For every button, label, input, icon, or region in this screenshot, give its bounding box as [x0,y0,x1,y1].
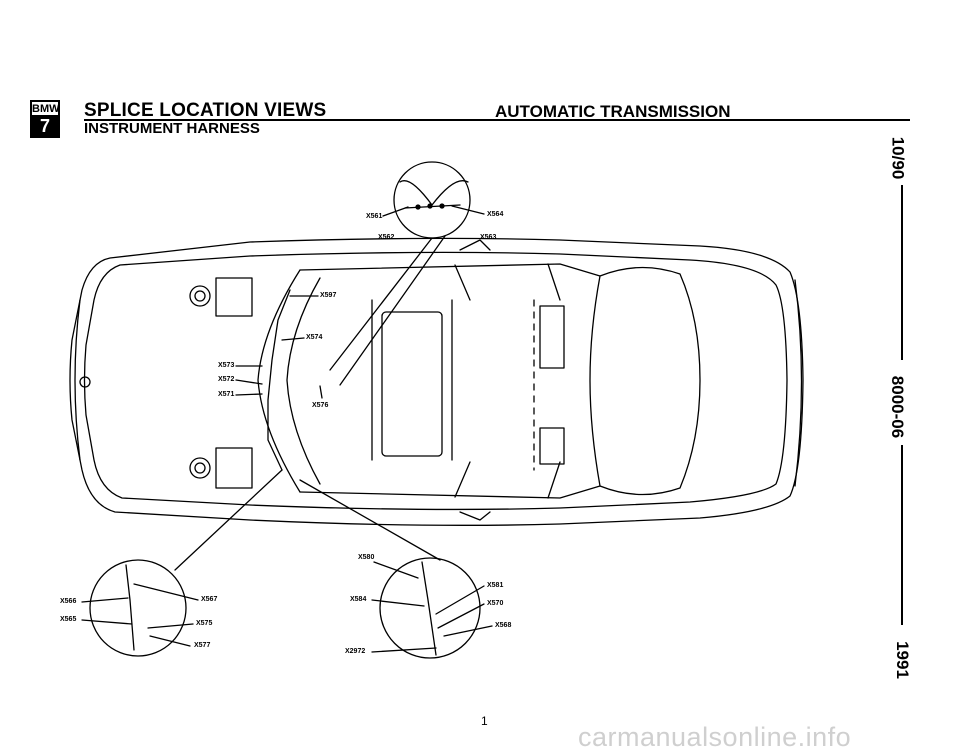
label-x572: X572 [218,376,235,383]
mirror-left [459,239,491,251]
door-line-rear-right [547,461,561,499]
label-x581: X581 [487,582,504,589]
door-line-front-right [454,461,471,498]
bmw-logo: BMW 7 [30,100,60,138]
front-emblem [79,376,91,388]
car-body-outline [69,237,804,526]
detail-right-wire [421,561,437,656]
arrow-x584 [371,599,425,607]
header-rule [84,119,910,121]
label-x562: X562 [378,234,395,241]
page-mark: 1 [481,714,488,728]
label-x597: X597 [320,292,337,299]
label-x570: X570 [487,600,504,607]
rear-window [589,266,701,496]
page-subtitle: INSTRUMENT HARNESS [84,120,260,137]
page-header: BMW 7 SPLICE LOCATION VIEWS INSTRUMENT H… [30,98,910,148]
engine-box-bottom [215,447,253,489]
label-x566: X566 [60,598,77,605]
side-rule-1 [901,185,903,360]
arrow-x2972 [371,647,437,653]
detail-circle-right [379,557,481,659]
label-x561: X561 [366,213,383,220]
strut-bottom-inner [194,462,206,474]
engine-box-top [215,277,253,317]
leader-right [299,479,441,561]
label-x571: X571 [218,391,235,398]
arrow-x567 [133,583,199,601]
side-rule-2 [901,445,903,625]
detail-circle-top [393,161,471,239]
arrow-x574 [281,337,305,341]
relay-box-bottom [539,427,565,465]
sunroof [381,311,443,457]
splice-dot [439,203,445,209]
splice-dot [415,204,421,210]
arrow-x568 [443,625,493,637]
arrow-x576 [319,385,323,399]
arrow-x570 [437,603,485,629]
arrow-x564 [451,205,485,215]
door-line-rear-left [547,263,561,301]
label-x575: X575 [196,620,213,627]
label-x577: X577 [194,642,211,649]
arrow-x571 [235,393,263,396]
label-x563: X563 [480,234,497,241]
harness-main [267,289,291,471]
watermark: carmanualsonline.info [578,722,852,752]
bmw-logo-series: 7 [32,116,58,136]
leader-top-2 [339,235,446,386]
label-x576: X576 [312,402,329,409]
detail-left-wire [125,564,135,651]
label-x565: X565 [60,616,77,623]
strut-top-outer [189,285,211,307]
detail-circle-left [89,559,187,657]
transmission-category: AUTOMATIC TRANSMISSION [495,102,731,121]
arrow-x581 [435,585,485,615]
arrow-x565 [81,619,133,625]
strut-top-inner [194,290,206,302]
label-x573: X573 [218,362,235,369]
cabin-right-rail [299,485,601,499]
label-x584: X584 [350,596,367,603]
arrow-x572 [235,379,263,385]
leader-left [174,469,283,571]
label-x564: X564 [487,211,504,218]
arrow-x580 [373,561,419,579]
arrow-x566 [81,597,129,603]
relay-box-top [539,305,565,369]
splice-dot [427,203,433,209]
detail-top-wire [399,180,469,206]
label-x580: X580 [358,554,375,561]
mirror-right [459,511,491,521]
arrow-x575 [147,623,194,629]
page-title: SPLICE LOCATION VIEWS [84,100,327,121]
label-x567: X567 [201,596,218,603]
windshield [257,269,301,493]
windshield-inner [286,277,321,485]
door-line-front-left [454,264,471,301]
label-x574: X574 [306,334,323,341]
arrow-x561 [382,206,409,217]
label-x568: X568 [495,622,512,629]
car-body-inner [83,251,788,511]
cabin-left-rail [299,263,601,277]
rear-bumper [794,279,803,487]
strut-bottom-outer [189,457,211,479]
leader-top [329,237,433,371]
label-x2972: X2972 [345,648,366,655]
front-bumper [74,299,81,461]
arrow-x577 [149,635,191,647]
